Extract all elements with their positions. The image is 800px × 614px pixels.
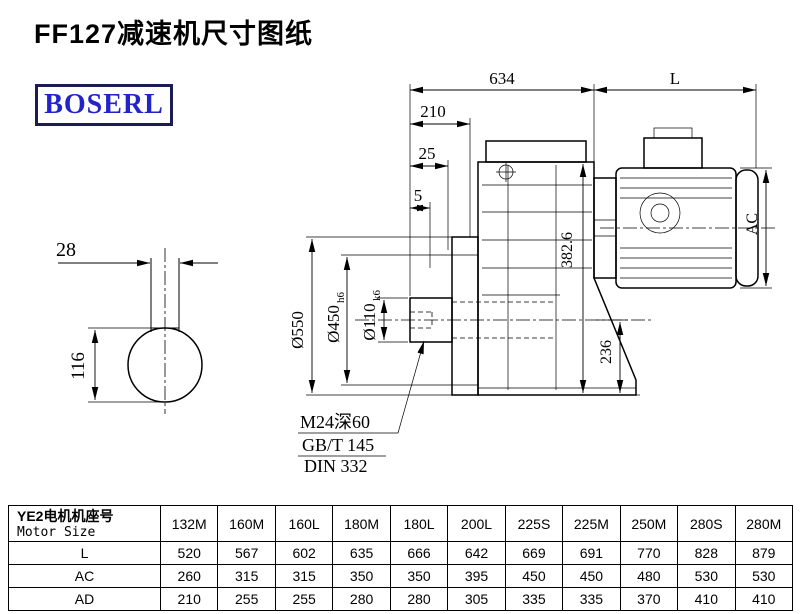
svg-text:236: 236	[598, 340, 615, 364]
col-header: 132M	[159, 505, 219, 542]
table-cell: 255	[217, 587, 276, 611]
row-label: AC	[8, 564, 161, 588]
table-cell: 530	[734, 564, 794, 588]
col-header: 160L	[274, 505, 334, 542]
col-header: 225M	[562, 505, 621, 542]
table-cell: 567	[217, 541, 276, 565]
table-cell: 691	[562, 541, 621, 565]
svg-text:382.6: 382.6	[559, 232, 576, 268]
shaft-end-view: 28 116	[56, 239, 218, 414]
col-header: 280S	[677, 505, 736, 542]
dimension-flange-dia: Ø550	[288, 236, 452, 396]
dimension-L: L	[594, 69, 757, 168]
svg-text:h6: h6	[335, 292, 347, 304]
motor-terminal-box	[643, 137, 703, 169]
dimension-3826: 382.6	[559, 164, 587, 393]
table-cell: 335	[562, 587, 621, 611]
table-cell: 602	[274, 541, 334, 565]
table-cell: 450	[562, 564, 621, 588]
table-cell: 530	[677, 564, 736, 588]
header-cn: YE2电机机座号	[17, 507, 114, 524]
table-cell: 410	[677, 587, 736, 611]
table-cell: 280	[332, 587, 391, 611]
table-cell: 335	[504, 587, 564, 611]
row-label: AD	[8, 587, 161, 611]
dim-28-label: 28	[56, 239, 76, 261]
shaft-tap-notes: M24深60 GB/T 145 DIN 332	[298, 340, 425, 476]
note-din: DIN 332	[304, 456, 368, 476]
col-header: 200L	[447, 505, 506, 542]
dim-116-label: 116	[68, 352, 89, 380]
svg-text:25: 25	[419, 144, 436, 163]
table-cell: 770	[619, 541, 679, 565]
table-cell: 260	[159, 564, 219, 588]
motor-size-table: YE2电机机座号 Motor Size 132M 160M 160L 180M …	[8, 505, 794, 611]
table-row-L: L 520 567 602 635 666 642 669 691 770 82…	[8, 541, 794, 565]
table-cell: 642	[447, 541, 506, 565]
col-header: 160M	[217, 505, 276, 542]
motor	[593, 127, 759, 289]
dimension-shaft-dia: Ø110 k6	[360, 290, 408, 343]
table-cell: 450	[504, 564, 564, 588]
svg-text:634: 634	[489, 69, 515, 88]
col-header: 280M	[734, 505, 794, 542]
table-cell: 520	[159, 541, 219, 565]
motor-fan-cover	[735, 169, 759, 287]
svg-text:Ø110: Ø110	[360, 303, 379, 340]
table-cell: 480	[619, 564, 679, 588]
svg-text:AC: AC	[744, 213, 761, 235]
table-cell: 410	[734, 587, 794, 611]
dimension-5: 5	[410, 186, 431, 268]
svg-text:k6: k6	[371, 290, 383, 302]
output-flange	[451, 236, 479, 396]
table-row-AD: AD 210 255 255 280 280 305 335 335 370 4…	[8, 587, 794, 611]
table-cell: 395	[447, 564, 506, 588]
table-cell: 370	[619, 587, 679, 611]
col-header: 180M	[332, 505, 391, 542]
brand-logo: BOSERL	[35, 84, 173, 126]
col-header: 250M	[619, 505, 679, 542]
dimension-236: 236	[596, 319, 640, 396]
table-cell: 280	[389, 587, 449, 611]
note-tap: M24深60	[300, 412, 370, 432]
dimension-210: 210	[410, 102, 471, 237]
row-label: L	[8, 541, 161, 565]
dimension-AC: AC	[740, 167, 772, 289]
svg-text:Ø450: Ø450	[324, 305, 343, 343]
motor-size-header: YE2电机机座号 Motor Size	[8, 505, 161, 542]
table-cell: 315	[274, 564, 334, 588]
col-header: 225S	[504, 505, 564, 542]
table-cell: 666	[389, 541, 449, 565]
table-header-row: YE2电机机座号 Motor Size 132M 160M 160L 180M …	[8, 505, 794, 542]
header-en: Motor Size	[17, 524, 96, 540]
svg-text:5: 5	[414, 186, 423, 205]
svg-text:210: 210	[420, 102, 446, 121]
table-cell: 350	[389, 564, 449, 588]
dimension-25: 25	[410, 144, 449, 250]
dimension-spigot-dia: Ø450 h6	[324, 254, 452, 386]
svg-text:L: L	[670, 69, 680, 88]
col-header: 180L	[389, 505, 449, 542]
technical-drawing: 28 116	[56, 69, 778, 476]
table-cell: 210	[159, 587, 219, 611]
table-cell: 879	[734, 541, 794, 565]
table-cell: 350	[332, 564, 391, 588]
table-row-AC: AC 260 315 315 350 350 395 450 450 480 5…	[8, 564, 794, 588]
table-cell: 828	[677, 541, 736, 565]
table-cell: 635	[332, 541, 391, 565]
table-cell: 305	[447, 587, 506, 611]
brand-text: BOSERL	[44, 89, 164, 120]
table-cell: 255	[274, 587, 334, 611]
note-gbt: GB/T 145	[302, 435, 374, 455]
table-cell: 315	[217, 564, 276, 588]
page-title: FF127减速机尺寸图纸	[34, 19, 314, 49]
dimension-634: 634	[409, 69, 595, 296]
gearbox-assembly-view: 634 L 210 25 5	[288, 69, 778, 476]
table-cell: 669	[504, 541, 564, 565]
svg-text:Ø550: Ø550	[288, 311, 307, 349]
